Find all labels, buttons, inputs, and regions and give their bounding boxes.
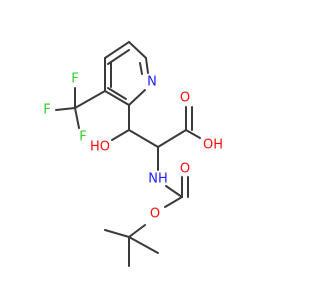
bond	[165, 185, 183, 198]
bond	[107, 87, 127, 100]
bond	[128, 129, 159, 148]
bond	[55, 107, 76, 111]
bond	[128, 236, 159, 254]
carbamate-oxygen: O	[180, 162, 190, 177]
bonds	[55, 41, 201, 267]
bond	[185, 129, 201, 139]
fluorine-atom: F	[43, 103, 50, 118]
atom-labels: N F F F O OH HO NH O O	[43, 72, 223, 222]
hydroxyl-group: HO	[90, 140, 110, 155]
bond	[145, 57, 149, 74]
bond	[164, 196, 183, 208]
structure-diagram: N F F F O OH HO NH O O	[43, 41, 223, 267]
bond	[128, 89, 146, 106]
bond	[104, 229, 130, 238]
bond	[104, 90, 130, 106]
ester-oxygen: O	[150, 207, 160, 222]
hydroxyl-acid: OH	[203, 138, 223, 153]
nitrogen-atom: N	[147, 75, 157, 90]
fluorine-atom: F	[71, 72, 78, 87]
bond	[139, 62, 143, 75]
bond	[111, 129, 130, 141]
bond	[74, 107, 80, 129]
bond	[128, 224, 146, 238]
bond	[157, 129, 187, 148]
bond	[128, 41, 147, 59]
amine-nh: NH	[148, 172, 168, 187]
fluorine-atom: F	[79, 130, 86, 145]
bond	[104, 41, 130, 59]
carbonyl-oxygen: O	[180, 91, 190, 106]
bond	[74, 90, 106, 109]
